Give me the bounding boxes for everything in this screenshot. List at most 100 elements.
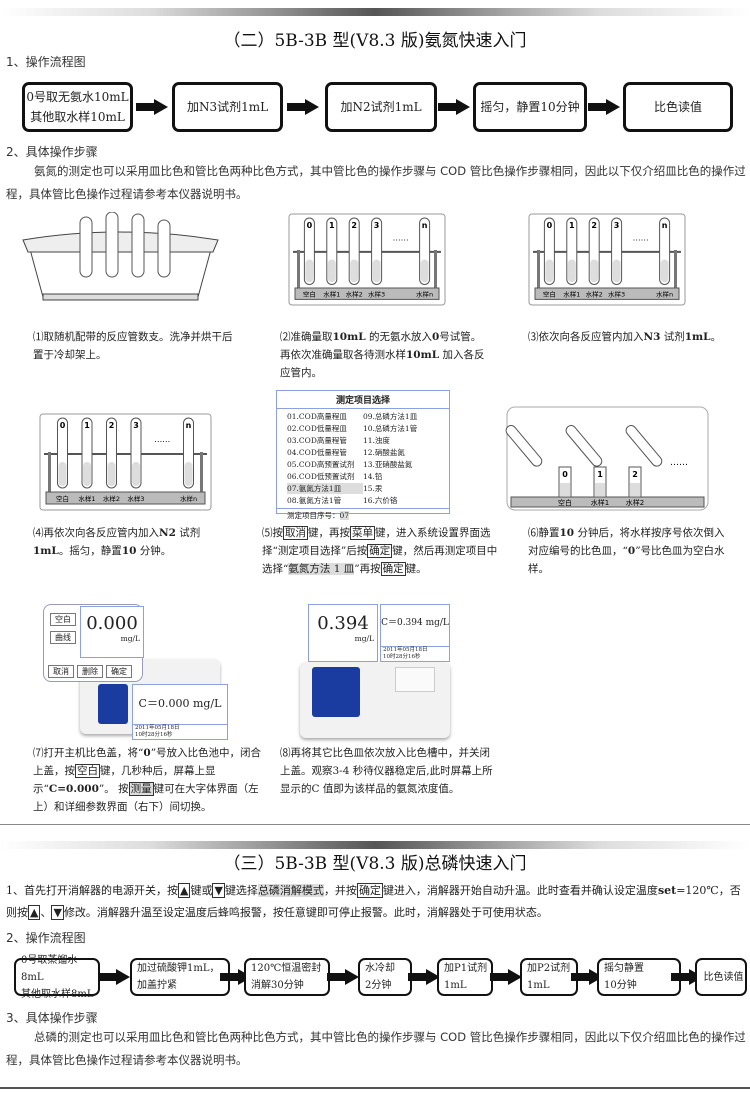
caption-text: 试剂 xyxy=(660,331,685,343)
test-tube: 1 xyxy=(326,217,338,285)
menu-item[interactable]: 03.COD高量程管 xyxy=(287,436,347,445)
test-tube: 3 xyxy=(130,417,142,489)
intro-paragraph-2: 总磷的测定也可以采用皿比色和管比色两种比色方式，其中管比色的操作步骤与 COD … xyxy=(6,1030,746,1067)
step-caption: ⑻再将其它比色皿依次放入比色槽中，并关闭上盖。观察3-4 秒待仪器稳定后,此时屏… xyxy=(280,744,495,798)
caption-text: 键或 xyxy=(190,884,213,897)
menu-item[interactable]: 04.COD低量程管 xyxy=(287,448,347,457)
flow-step-text: 比色读值 xyxy=(703,971,744,983)
key-name: 空白 xyxy=(75,764,100,778)
caption-text: 。 xyxy=(710,331,722,343)
tube-label: 2 xyxy=(109,421,115,430)
tube-label: 0 xyxy=(307,221,313,230)
display-date: 2011年05月18日 xyxy=(135,725,180,731)
caption-text: 的无氨水放入 xyxy=(365,331,432,343)
caption-text: 分钟。 xyxy=(136,545,172,557)
tube-label: 0 xyxy=(547,221,553,230)
key-name: 确定 xyxy=(356,883,383,898)
rack-base-label: 水样n xyxy=(180,494,197,503)
tilted-tube xyxy=(565,425,603,467)
flow-step-text: 120℃恒温密封 xyxy=(251,963,322,974)
rack-base-label: 水样2 xyxy=(103,494,120,503)
caption-text: 修改。消解器升温至设定温度后蜂鸣报警，按任意键即可停止报警。此时，消解器处于可使… xyxy=(63,906,548,919)
menu-item[interactable]: 10.总磷方法1管 xyxy=(363,424,418,433)
test-tube: n xyxy=(659,217,671,285)
caption-text: ”再按 xyxy=(354,563,381,575)
tilted-tube xyxy=(625,425,663,467)
cuvette-label: 1 xyxy=(597,470,603,479)
menu-item[interactable]: 09.总磷方法1皿 xyxy=(363,412,418,421)
flow-step-text: 2分钟 xyxy=(365,980,392,991)
menu-item[interactable]: 14.铅 xyxy=(363,472,383,481)
menu-item[interactable]: 12.硝酸盐氮 xyxy=(363,448,405,457)
flow-heading-2: 2、操作流程图 xyxy=(6,931,86,945)
ellipsis: …… xyxy=(154,435,170,444)
cuvette-base-label: 空白 xyxy=(558,498,572,507)
flow-step: 摇匀，静置10分钟 xyxy=(473,82,587,132)
flow-step-text: 加P2试剂 xyxy=(527,963,571,974)
test-tube: 1 xyxy=(566,217,578,285)
flow-step-text: 摇匀，静置10分钟 xyxy=(480,100,580,114)
ellipsis: …… xyxy=(670,458,688,468)
tube-label: n xyxy=(662,221,668,230)
rack-base-label: 水样1 xyxy=(78,494,95,503)
caption-text: ⑹静置 xyxy=(528,527,560,539)
detail-display-value: C＝0.000 mg/L xyxy=(138,697,222,710)
keypad-key[interactable]: 空白 xyxy=(50,613,76,626)
tube-label: n xyxy=(186,421,192,430)
keypad-key[interactable]: 取消 xyxy=(48,665,74,678)
section-divider xyxy=(0,824,750,825)
menu-item[interactable]: 16.六价铬 xyxy=(363,496,398,505)
menu-item[interactable]: 05.COD高预置试剂 xyxy=(287,460,355,469)
menu-item[interactable]: 06.COD低预置试剂 xyxy=(287,472,355,481)
test-tube: 0 xyxy=(303,217,315,285)
caption-text: ⑴取随机配带的反应管数支。洗净并烘干后置于冷却架上。 xyxy=(33,331,233,361)
cuvette: 1 xyxy=(593,466,607,498)
flow-step-text: 水冷却 xyxy=(365,963,395,974)
device-figure-1: 空白曲线取消删除确定 0.000 mg/L C＝0.000 mg/L 2011年… xyxy=(40,604,230,740)
rack-base-label: 水样3 xyxy=(608,290,625,299)
caption-text: 键，进入系统设置界面选择“测定项目选择”后按 xyxy=(262,527,491,557)
menu-item[interactable]: 11.浊度 xyxy=(363,436,390,445)
caption-text: N3 xyxy=(643,331,661,343)
key-name: 测量 xyxy=(128,782,154,796)
caption-text: 键，几秒种后，屏幕上显示“ xyxy=(33,765,216,795)
caption-text: =120℃，否则按 xyxy=(6,884,741,919)
test-tube: n xyxy=(419,217,431,285)
tilted-tube xyxy=(505,425,543,467)
caption-text: 键，再按 xyxy=(308,527,350,539)
phosphorus-step1: 1、首先打开消解器的电源开关，按▲键或▼键选择总磷消解模式，并按确定键进入，消解… xyxy=(6,880,746,924)
caption-text: 加入各反应管内。 xyxy=(280,349,485,379)
step-caption: ⑵准确量取10mL 的无氨水放入0号试管。再依次准确量取各待测水样10mL 加入… xyxy=(280,328,485,382)
menu-item[interactable]: 01.COD高量程皿 xyxy=(287,412,347,421)
flow-step-text: 1mL xyxy=(527,980,550,991)
keypad-key[interactable]: 删除 xyxy=(77,665,103,678)
keypad-key[interactable]: 曲线 xyxy=(50,631,76,644)
menu-item[interactable]: 08.氨氮方法1管 xyxy=(287,496,342,505)
caption-text: 、 xyxy=(40,906,52,919)
step-caption: ⑹静置10 分钟后，将水样按序号依次倒入对应编号的比色皿，“0”号比色皿为空白水… xyxy=(528,524,728,578)
menu-item[interactable]: 07.氨氮方法1皿 xyxy=(287,483,363,494)
caption-text: 键可在大字体界面（左上）和详细参数界面（右下）间切换。 xyxy=(33,783,259,813)
keypad-key[interactable]: 确定 xyxy=(106,665,132,678)
rack-base-label: 水样1 xyxy=(323,290,340,299)
menu-item[interactable]: 13.亚硝酸盐氮 xyxy=(363,460,413,469)
flow-step: 水冷却 2分钟 xyxy=(358,958,412,996)
flow-step-text: 加N2试剂1mL xyxy=(340,100,422,114)
flow-step: 加过硫酸钾1mL，加盖拧紧 xyxy=(130,958,230,996)
section-divider-gradient xyxy=(0,841,750,849)
test-tube: 0 xyxy=(543,217,555,285)
test-tube: 2 xyxy=(106,417,117,489)
cuvette-label: 0 xyxy=(562,470,568,479)
menu-item[interactable]: 15.汞 xyxy=(363,484,383,493)
flow-step-text: 10分钟 xyxy=(604,980,637,991)
test-tube: n xyxy=(183,417,194,489)
menu-item[interactable]: 02.COD低量程皿 xyxy=(287,424,347,433)
caption-text: ⑷再依次向各反应管内加入 xyxy=(33,527,159,539)
caption-text: 10mL xyxy=(406,349,440,361)
flow-step: 加N3试剂1mL xyxy=(172,82,283,132)
